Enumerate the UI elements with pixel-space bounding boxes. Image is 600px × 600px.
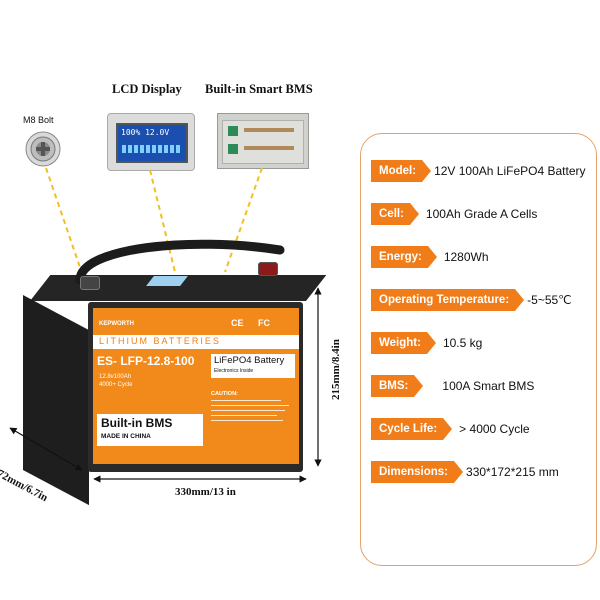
spec-value: -5~55℃ [527, 293, 572, 307]
spec-row-model: Model: 12V 100Ah LiFePO4 Battery [371, 160, 586, 182]
lcd-bar-gauge [122, 145, 180, 153]
dimension-arrows [9, 287, 322, 483]
label-origin: MADE IN CHINA [101, 433, 151, 440]
bolt-label: M8 Bolt [23, 115, 54, 125]
spec-value: 12V 100Ah LiFePO4 Battery [434, 164, 586, 178]
label-chem-sub: Electronics Inside [214, 368, 254, 374]
battery-label: KEPWORTH CE FC LITHIUM BATTERIES ES- LFP… [93, 308, 299, 464]
terminal-negative [80, 276, 100, 290]
label-spec1: 12.8v100Ah [99, 374, 132, 380]
label-chem-box: LiFePO4 Battery Electronics Inside [211, 354, 295, 378]
spec-label: Operating Temperature: [371, 289, 525, 311]
spec-row-bms: BMS: 100A Smart BMS [371, 375, 534, 397]
spec-row-temperature: Operating Temperature: -5~55℃ [371, 289, 572, 311]
label-brand: KEPWORTH [99, 321, 134, 327]
label-spec2: 4000+ Cycle [99, 382, 133, 388]
spec-value: > 4000 Cycle [459, 422, 530, 436]
label-caution: CAUTION: [211, 391, 297, 438]
label-bms-box: Built-in BMS MADE IN CHINA [97, 414, 203, 446]
spec-label: Cell: [371, 203, 419, 225]
spec-panel: Model: 12V 100Ah LiFePO4 Battery Cell: 1… [360, 133, 597, 566]
spec-label: Dimensions: [371, 461, 464, 483]
spec-row-energy: Energy: 1280Wh [371, 246, 489, 268]
spec-value: 330*172*215 mm [466, 465, 559, 479]
terminal-positive [258, 262, 278, 276]
label-model: ES- LFP-12.8-100 [97, 354, 195, 368]
spec-label: Cycle Life: [371, 418, 453, 440]
spec-value: 100A Smart BMS [442, 379, 535, 393]
dimension-width: 330mm/13 in [175, 486, 236, 498]
lcd-reading: 100% 12.0V [121, 128, 170, 137]
spec-row-cell: Cell: 100Ah Grade A Cells [371, 203, 537, 225]
label-cert-fc: FC [258, 318, 270, 328]
lcd-display-image: 100% 12.0V [107, 113, 195, 171]
bms-label: Built-in Smart BMS [205, 82, 313, 96]
spec-row-weight: Weight: 10.5 kg [371, 332, 482, 354]
dimension-height: 215mm/8.4in [330, 339, 342, 400]
label-cert-ce: CE [231, 318, 244, 328]
bolt-image [25, 131, 61, 167]
label-chem: LiFePO4 Battery [214, 355, 285, 366]
spec-value: 10.5 kg [442, 336, 483, 350]
label-bms: Built-in BMS [101, 416, 173, 430]
leader-lines [45, 167, 263, 283]
lcd-label: LCD Display [112, 82, 182, 96]
spec-value: 1280Wh [443, 250, 489, 264]
spec-value: 100Ah Grade A Cells [425, 207, 538, 221]
spec-label: BMS: [371, 375, 424, 397]
label-lithium: LITHIUM BATTERIES [99, 336, 221, 346]
bms-board-image [217, 113, 309, 169]
spec-row-dimensions: Dimensions: 330*172*215 mm [371, 461, 559, 483]
spec-label: Weight: [371, 332, 436, 354]
battery-strap [75, 239, 285, 285]
spec-label: Energy: [371, 246, 437, 268]
spec-label: Model: [371, 160, 432, 182]
spec-row-cycle-life: Cycle Life: > 4000 Cycle [371, 418, 530, 440]
label-band: LITHIUM BATTERIES [93, 335, 299, 349]
